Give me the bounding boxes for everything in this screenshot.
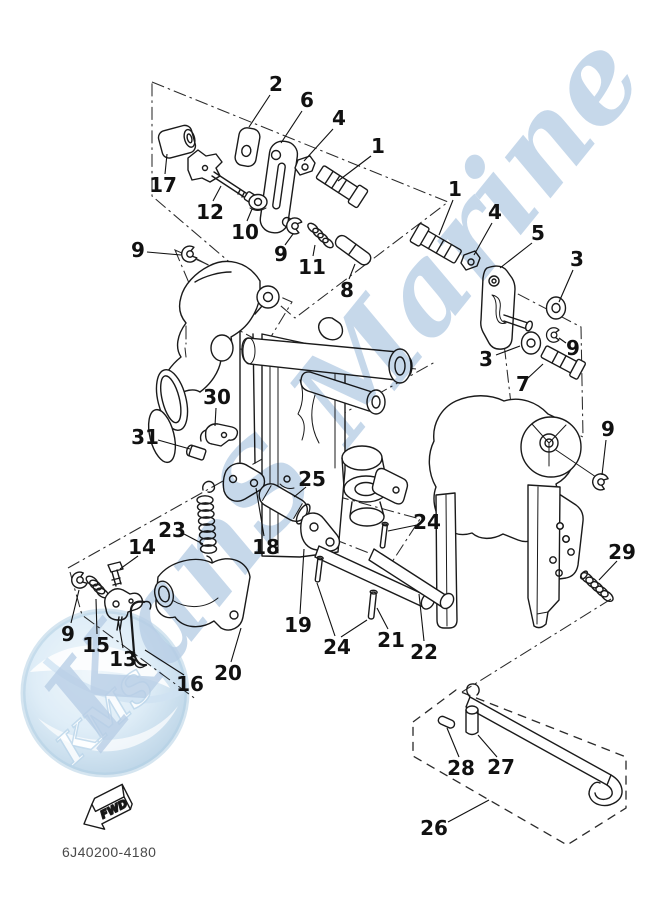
callout-12: 12 bbox=[196, 200, 224, 224]
leader-line-20 bbox=[230, 627, 242, 663]
leader-line-11 bbox=[312, 244, 316, 257]
callout-29: 29 bbox=[608, 540, 636, 564]
part-art-top-left-group bbox=[157, 124, 372, 266]
callout-24: 24 bbox=[413, 510, 441, 534]
callout-5: 5 bbox=[531, 221, 545, 245]
watermark-logo-sphere: KMS bbox=[20, 608, 190, 778]
leader-line-28 bbox=[446, 727, 460, 758]
leader-line-26 bbox=[447, 799, 490, 823]
fwd-arrow: FWD bbox=[83, 783, 133, 830]
callout-14: 14 bbox=[128, 535, 156, 559]
leader-line-22 bbox=[418, 593, 425, 642]
phantom-box-right bbox=[496, 282, 584, 438]
callout-20: 20 bbox=[214, 661, 242, 685]
callout-22: 22 bbox=[410, 640, 438, 664]
leader-line-19 bbox=[299, 548, 305, 615]
part-art-right-group bbox=[409, 223, 586, 380]
leader-line-24 bbox=[316, 582, 336, 637]
callout-18: 18 bbox=[252, 535, 280, 559]
leader-line-25 bbox=[293, 486, 307, 498]
phantom-line-right bbox=[461, 598, 612, 693]
leader-line-24 bbox=[387, 524, 418, 532]
leader-line-9 bbox=[284, 233, 294, 246]
callout-17: 17 bbox=[149, 173, 177, 197]
phantom-box-top-left bbox=[151, 81, 450, 319]
callout-11: 11 bbox=[298, 255, 326, 279]
leader-line-17 bbox=[164, 153, 168, 175]
leader-line-15 bbox=[95, 598, 98, 635]
leader-line-13 bbox=[117, 618, 124, 649]
leader-line-27 bbox=[477, 734, 498, 758]
leader-line-14 bbox=[119, 555, 139, 570]
callout-13: 13 bbox=[109, 647, 137, 671]
callout-3: 3 bbox=[479, 347, 493, 371]
callout-7: 7 bbox=[516, 372, 530, 396]
leader-line-29 bbox=[598, 560, 618, 581]
callout-8: 8 bbox=[340, 278, 354, 302]
callout-16: 16 bbox=[176, 672, 204, 696]
part-art-11-spring bbox=[307, 222, 334, 249]
leader-line-3 bbox=[495, 345, 521, 356]
leader-line-30 bbox=[214, 407, 217, 427]
callout-26: 26 bbox=[420, 816, 448, 840]
leader-line-6 bbox=[280, 110, 303, 144]
callout-30: 30 bbox=[203, 385, 231, 409]
leader-line-1 bbox=[438, 199, 454, 236]
callout-9: 9 bbox=[601, 417, 615, 441]
leader-line-10 bbox=[246, 208, 253, 222]
leader-line-4 bbox=[473, 222, 493, 256]
callout-2: 2 bbox=[269, 72, 283, 96]
callout-15: 15 bbox=[82, 633, 110, 657]
phantom-box-bottom bbox=[412, 689, 627, 846]
callout-28: 28 bbox=[447, 756, 475, 780]
part-art-bottom-rod-group bbox=[437, 683, 623, 807]
part-art-15-spring bbox=[85, 575, 109, 599]
drawing-number: 6J40200-4180 bbox=[62, 844, 156, 860]
part-art-29-spring bbox=[579, 570, 614, 603]
callout-4: 4 bbox=[488, 200, 502, 224]
callout-24: 24 bbox=[323, 635, 351, 659]
leader-line-7 bbox=[527, 363, 544, 379]
leader-line-31 bbox=[157, 439, 191, 450]
leader-line-9 bbox=[70, 589, 80, 624]
leader-line-5 bbox=[499, 242, 533, 269]
callout-10: 10 bbox=[231, 220, 259, 244]
leader-line-18 bbox=[255, 487, 265, 537]
leader-line-4 bbox=[303, 128, 334, 162]
phantom-box-center bbox=[317, 495, 421, 563]
leader-line-9 bbox=[601, 439, 607, 476]
callout-6: 6 bbox=[300, 88, 314, 112]
leader-line-8 bbox=[348, 263, 356, 280]
leader-line-16 bbox=[144, 649, 185, 676]
callout-1: 1 bbox=[371, 134, 385, 158]
leader-line-1 bbox=[337, 155, 372, 182]
leader-line-24 bbox=[340, 619, 368, 638]
line-art bbox=[68, 124, 623, 807]
callout-21: 21 bbox=[377, 628, 405, 652]
leader-line-21 bbox=[376, 607, 389, 630]
leader-line-23 bbox=[183, 533, 204, 545]
leader-line-2 bbox=[248, 94, 271, 128]
callout-9: 9 bbox=[274, 242, 288, 266]
callout-9: 9 bbox=[61, 622, 75, 646]
leader-line-9 bbox=[558, 337, 567, 344]
callout-31: 31 bbox=[131, 425, 159, 449]
part-art-center-group bbox=[153, 423, 455, 631]
callout-25: 25 bbox=[298, 467, 326, 491]
part-art-starboard-bracket bbox=[428, 395, 614, 629]
callout-19: 19 bbox=[284, 613, 312, 637]
callout-9: 9 bbox=[566, 336, 580, 360]
callout-23: 23 bbox=[158, 518, 186, 542]
callout-27: 27 bbox=[487, 755, 515, 779]
leader-line-12 bbox=[212, 185, 222, 202]
callout-3: 3 bbox=[570, 247, 584, 271]
part-art-port-bracket bbox=[147, 260, 280, 464]
callout-4: 4 bbox=[332, 106, 346, 130]
leader-line-9 bbox=[146, 251, 182, 256]
leader-line-3 bbox=[558, 269, 574, 303]
callout-1: 1 bbox=[448, 177, 462, 201]
callout-9: 9 bbox=[131, 238, 145, 262]
